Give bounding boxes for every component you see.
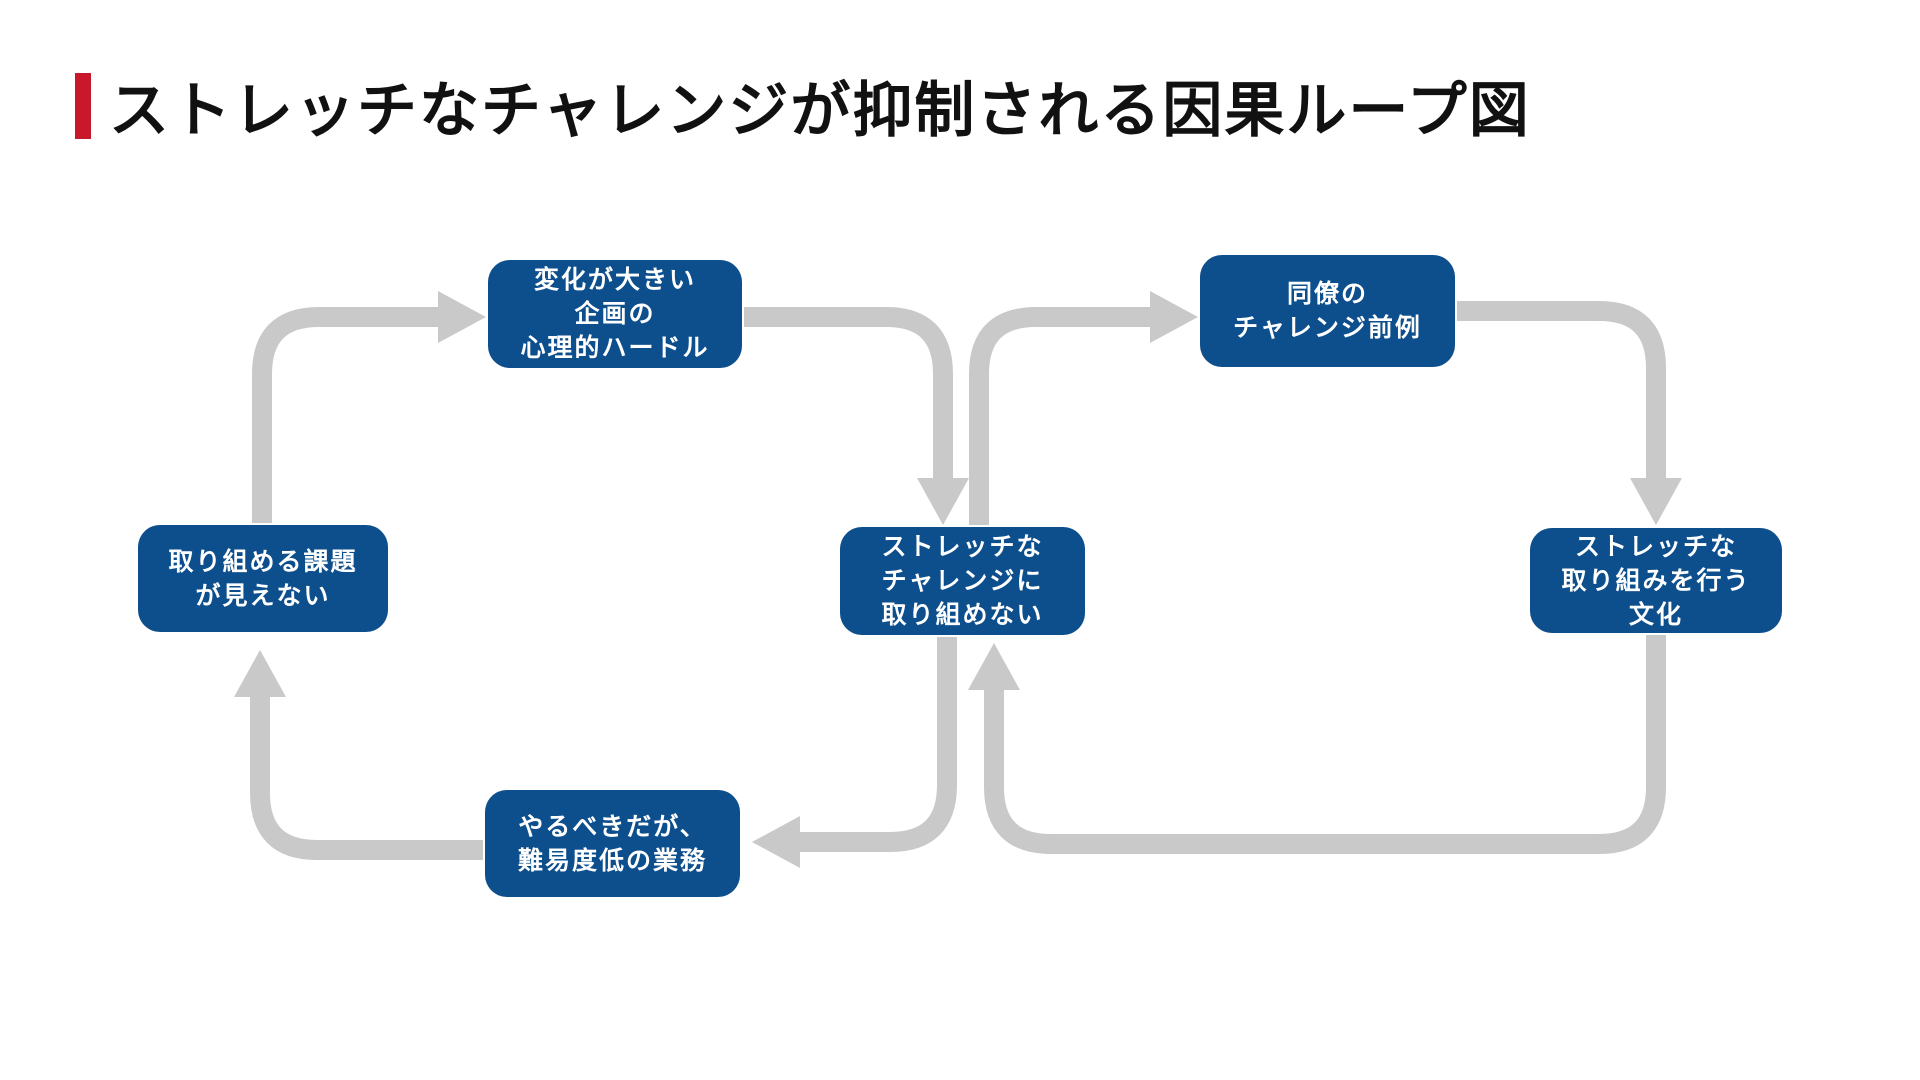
node-no-visible-tasks: 取り組める課題 が見えない (138, 525, 388, 632)
page-title: ストレッチなチャレンジが抑制される因果ループ図 (109, 77, 1531, 144)
node-stretch-culture: ストレッチな 取り組みを行う 文化 (1530, 528, 1782, 633)
arrowhead-up-icon (968, 643, 1020, 690)
slide-header: ストレッチなチャレンジが抑制される因果ループ図 (75, 62, 1531, 149)
arrowhead-left-icon (752, 816, 800, 868)
edge-no-stretch-challenge-to-peer-example (969, 291, 1198, 525)
title-accent-bar (75, 72, 91, 139)
node-easy-tasks: やるべきだが、 難易度低の業務 (485, 790, 740, 897)
edge-peer-example-to-stretch-culture (1457, 301, 1682, 525)
arrowhead-right-icon (438, 291, 486, 343)
arrowhead-down-icon (1630, 478, 1682, 525)
node-psych-hurdle: 変化が大きい 企画の 心理的ハードル (488, 260, 742, 368)
node-peer-example: 同僚の チャレンジ前例 (1200, 255, 1455, 367)
edge-psych-hurdle-to-no-stretch-challenge (744, 307, 969, 525)
edge-stretch-culture-to-no-stretch-challenge (968, 635, 1666, 854)
edge-no-visible-tasks-to-psych-hurdle (252, 291, 486, 523)
edge-no-stretch-challenge-to-easy-tasks (752, 637, 957, 868)
arrowhead-up-icon (234, 650, 286, 697)
node-no-stretch-challenge: ストレッチな チャレンジに 取り組めない (840, 527, 1085, 635)
edge-easy-tasks-to-no-visible-tasks (234, 650, 483, 860)
arrowhead-right-icon (1150, 291, 1198, 343)
arrowhead-down-icon (917, 478, 969, 525)
